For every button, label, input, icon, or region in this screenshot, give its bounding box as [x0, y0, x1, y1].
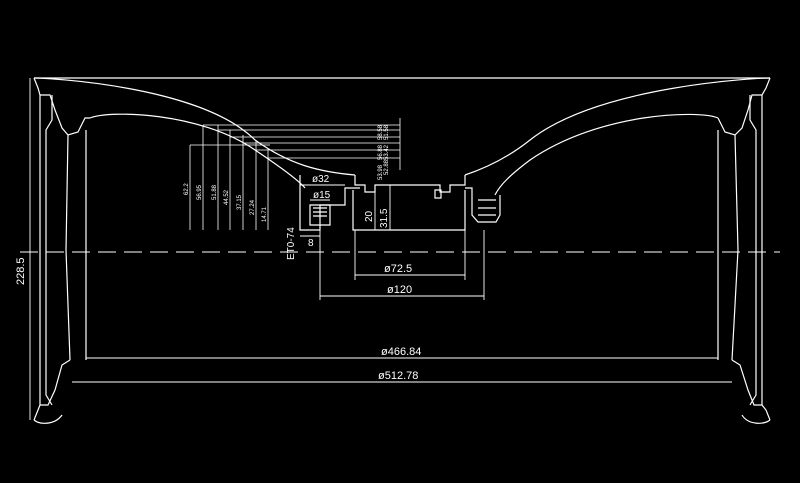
dim-512-label: ø512.78 — [378, 370, 418, 382]
top-2-label: 56.88 — [378, 144, 384, 160]
bolt-hole-lines — [313, 207, 327, 217]
right-barrel-inner — [731, 134, 739, 361]
dim-width-label: 228.5 — [15, 257, 27, 285]
col-6-label: 27.24 — [250, 199, 256, 215]
col-5-label: 37.15 — [237, 194, 243, 210]
dim-20-label: 20 — [364, 210, 375, 222]
left-flange-bottom — [33, 359, 71, 421]
col-7-label: 14.71 — [262, 206, 268, 222]
dim-8-label: 8 — [308, 238, 314, 249]
hub-right-boss-lines — [478, 199, 496, 216]
leader-lines — [189, 118, 401, 230]
top-4-label: 53.42 — [384, 144, 390, 160]
right-barrel-lip — [749, 95, 757, 406]
dim-et-label: ET0-74 — [286, 227, 297, 260]
dim-120-label: ø120 — [387, 284, 412, 296]
col-3-label: 51.88 — [212, 184, 218, 200]
dim-15-label: ø15 — [313, 190, 331, 201]
col-4-label: 44.52 — [224, 189, 230, 205]
top-1-label: 58.58 — [378, 124, 384, 140]
right-dish-inner-curve — [494, 113, 719, 196]
top-3-label: 53.98 — [378, 164, 384, 180]
left-dish-outer-curve — [33, 77, 356, 176]
hub-small-rect — [434, 189, 442, 199]
hub-right-boss — [465, 187, 501, 223]
bolt-hole-left — [309, 204, 331, 226]
hub-outline-center — [354, 175, 466, 193]
dim-31-label: 31.5 — [379, 208, 390, 228]
dim-466-label: ø466.84 — [381, 346, 421, 358]
top-5-label: 52.88 — [384, 159, 390, 175]
right-dish-outer-curve — [464, 77, 771, 176]
left-bottom-lip — [33, 414, 63, 424]
rim-outline — [33, 77, 771, 424]
top-6-label: 51.58 — [384, 124, 390, 140]
hub-bore-box — [352, 190, 466, 231]
dimension-lines — [29, 78, 732, 420]
right-flange-bottom — [731, 359, 771, 421]
right-flange-top — [717, 77, 771, 136]
left-flange-top — [33, 77, 90, 136]
left-barrel-lip — [45, 95, 53, 406]
right-bottom-lip — [741, 414, 771, 424]
dim-32-label: ø32 — [312, 174, 330, 185]
left-dish-inner-curve — [89, 113, 306, 189]
col-1-label: 62.2 — [184, 183, 190, 195]
col-2-label: 56.95 — [197, 184, 203, 200]
left-barrel-inner — [65, 134, 71, 361]
dim-72-label: ø72.5 — [384, 263, 412, 275]
